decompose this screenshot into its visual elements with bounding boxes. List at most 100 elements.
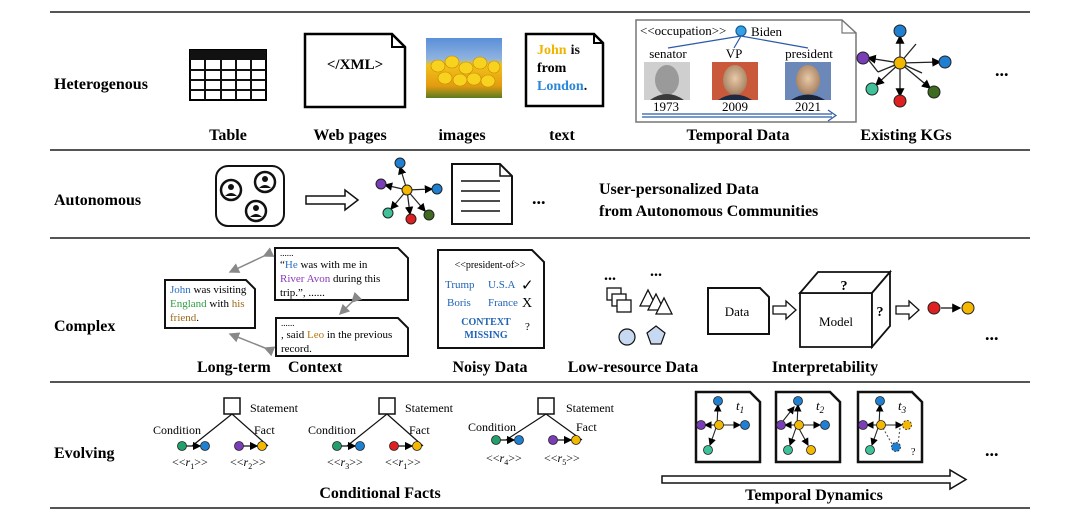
noisy-row2-tail: France <box>488 297 518 309</box>
temporal-dynamics-arrow <box>661 468 968 491</box>
lowres-squares-icon <box>606 287 632 313</box>
row-label-heterogenous: Heterogenous <box>54 76 148 93</box>
fact-label-2: Fact <box>409 423 430 437</box>
fact-label-1: Fact <box>254 423 275 437</box>
snapshot-t3 <box>856 390 924 464</box>
relation-label-2a: <<r3>> <box>327 455 363 471</box>
data-box <box>707 287 770 335</box>
portrait-2009 <box>712 62 758 100</box>
text-doc-line2: from <box>537 61 567 76</box>
missing-line1: CONTEXT <box>461 317 511 328</box>
portrait-2021 <box>785 62 831 100</box>
context-arrows <box>228 247 363 357</box>
lowres-caption: Low-resource Data <box>568 359 699 376</box>
snapshot-question: ? <box>911 447 916 458</box>
fact-label-3: Fact <box>576 420 597 434</box>
ctx-top-line1: “He was with me in <box>280 259 368 271</box>
autonomous-doc-icon <box>451 163 513 225</box>
relation-label-1b: <<r2>> <box>230 455 266 471</box>
lowres-dots-left: ... <box>604 267 616 284</box>
ctx-left-line1: John was visiting <box>170 284 247 296</box>
statement-label-3: Statement <box>566 401 615 415</box>
row-label-autonomous: Autonomous <box>54 192 141 209</box>
portrait-1973 <box>644 62 690 100</box>
ctx-top-line3: trip.”, ...... <box>280 287 325 299</box>
table-icon <box>189 49 267 101</box>
autonomous-ellipsis: ... <box>532 188 546 208</box>
ctx-bottom-line1: , said Leo in the previous <box>281 329 392 341</box>
ctx-left-line3: friend. <box>170 312 199 324</box>
interp-caption: Interpretability <box>772 359 878 376</box>
complex-ellipsis: ... <box>985 324 999 344</box>
output-triple <box>927 301 975 315</box>
lowres-dots-right: ... <box>650 263 662 280</box>
ctx-left-line2: England with his <box>170 298 245 310</box>
temporal-relation-label: <<occupation>> <box>640 23 726 38</box>
noisy-row1-tail: U.S.A <box>488 279 516 291</box>
existing-kg-nodes <box>856 24 952 108</box>
model-box-label: Model <box>819 314 853 329</box>
relation-label-3b: <<r5>> <box>544 451 580 467</box>
lowres-circle-icon <box>618 328 636 346</box>
context-box-bottom <box>275 317 409 357</box>
condition-label-3: Condition <box>468 420 516 434</box>
row-label-evolving: Evolving <box>54 445 114 462</box>
row-label-complex: Complex <box>54 318 115 335</box>
noisy-relation: <<president-of>> <box>455 260 526 271</box>
xml-label: </XML> <box>327 57 383 73</box>
check-icon: ✓ <box>521 278 534 294</box>
lowres-triangles-icon <box>638 288 674 315</box>
text-caption: text <box>549 127 575 144</box>
temporal-entity-label: Biden <box>751 24 783 39</box>
snapshot-t2 <box>774 390 842 464</box>
data-model-arrow <box>772 299 797 321</box>
missing-line2: MISSING <box>464 330 508 341</box>
noisy-row2-head: Boris <box>447 297 471 309</box>
lowres-pentagon-icon <box>646 325 666 345</box>
heterogenous-ellipsis: ... <box>995 60 1009 80</box>
model-cube <box>798 269 892 350</box>
context-caption: Context <box>288 359 343 376</box>
statement-label-1: Statement <box>250 401 299 415</box>
temporal-dynamics-caption: Temporal Dynamics <box>745 487 883 504</box>
text-doc-line3: London. <box>537 79 587 94</box>
conditional-fact-3 <box>491 397 583 445</box>
snapshot-t1 <box>694 390 762 464</box>
noisy-row1-head: Trump <box>445 279 475 291</box>
role-senator: senator <box>649 46 687 61</box>
biden-node <box>735 25 747 37</box>
images-caption: images <box>438 127 485 144</box>
relation-label-2b: <<r1>> <box>385 455 421 471</box>
model-question-top: ? <box>841 279 848 294</box>
conditional-caption: Conditional Facts <box>319 485 440 502</box>
time-label-t2: t2 <box>816 398 825 415</box>
timeline-arrow <box>642 109 838 122</box>
longterm-caption: Long-term <box>197 359 271 376</box>
statement-label-2: Statement <box>405 401 454 415</box>
year-2009: 2009 <box>722 99 748 114</box>
community-icon <box>215 165 285 227</box>
ctx-bottom-line2: record. <box>281 343 312 355</box>
conditional-fact-1 <box>177 397 269 451</box>
relation-label-3a: <<r4>> <box>486 451 522 467</box>
temporal-edges <box>667 35 809 49</box>
context-box-left <box>164 279 256 329</box>
cross-icon: X <box>522 296 532 311</box>
temporal-caption: Temporal Data <box>687 127 790 144</box>
autonomous-caption-line1: User-personalized Data <box>599 181 759 198</box>
autonomous-caption-line2: from Autonomous Communities <box>599 203 818 220</box>
context-box-top <box>274 247 409 301</box>
text-doc-icon <box>524 32 605 108</box>
condition-label-2: Condition <box>308 423 356 437</box>
role-president: president <box>785 46 833 61</box>
time-label-t3: t3 <box>898 398 907 415</box>
flowers-image <box>426 38 502 98</box>
table-caption: Table <box>209 127 247 144</box>
data-box-label: Data <box>725 304 750 319</box>
conditional-fact-2 <box>332 397 424 451</box>
time-label-t1: t1 <box>736 398 744 415</box>
noisy-caption: Noisy Data <box>452 359 527 376</box>
ctx-bottom-dots: ...... <box>281 318 295 328</box>
